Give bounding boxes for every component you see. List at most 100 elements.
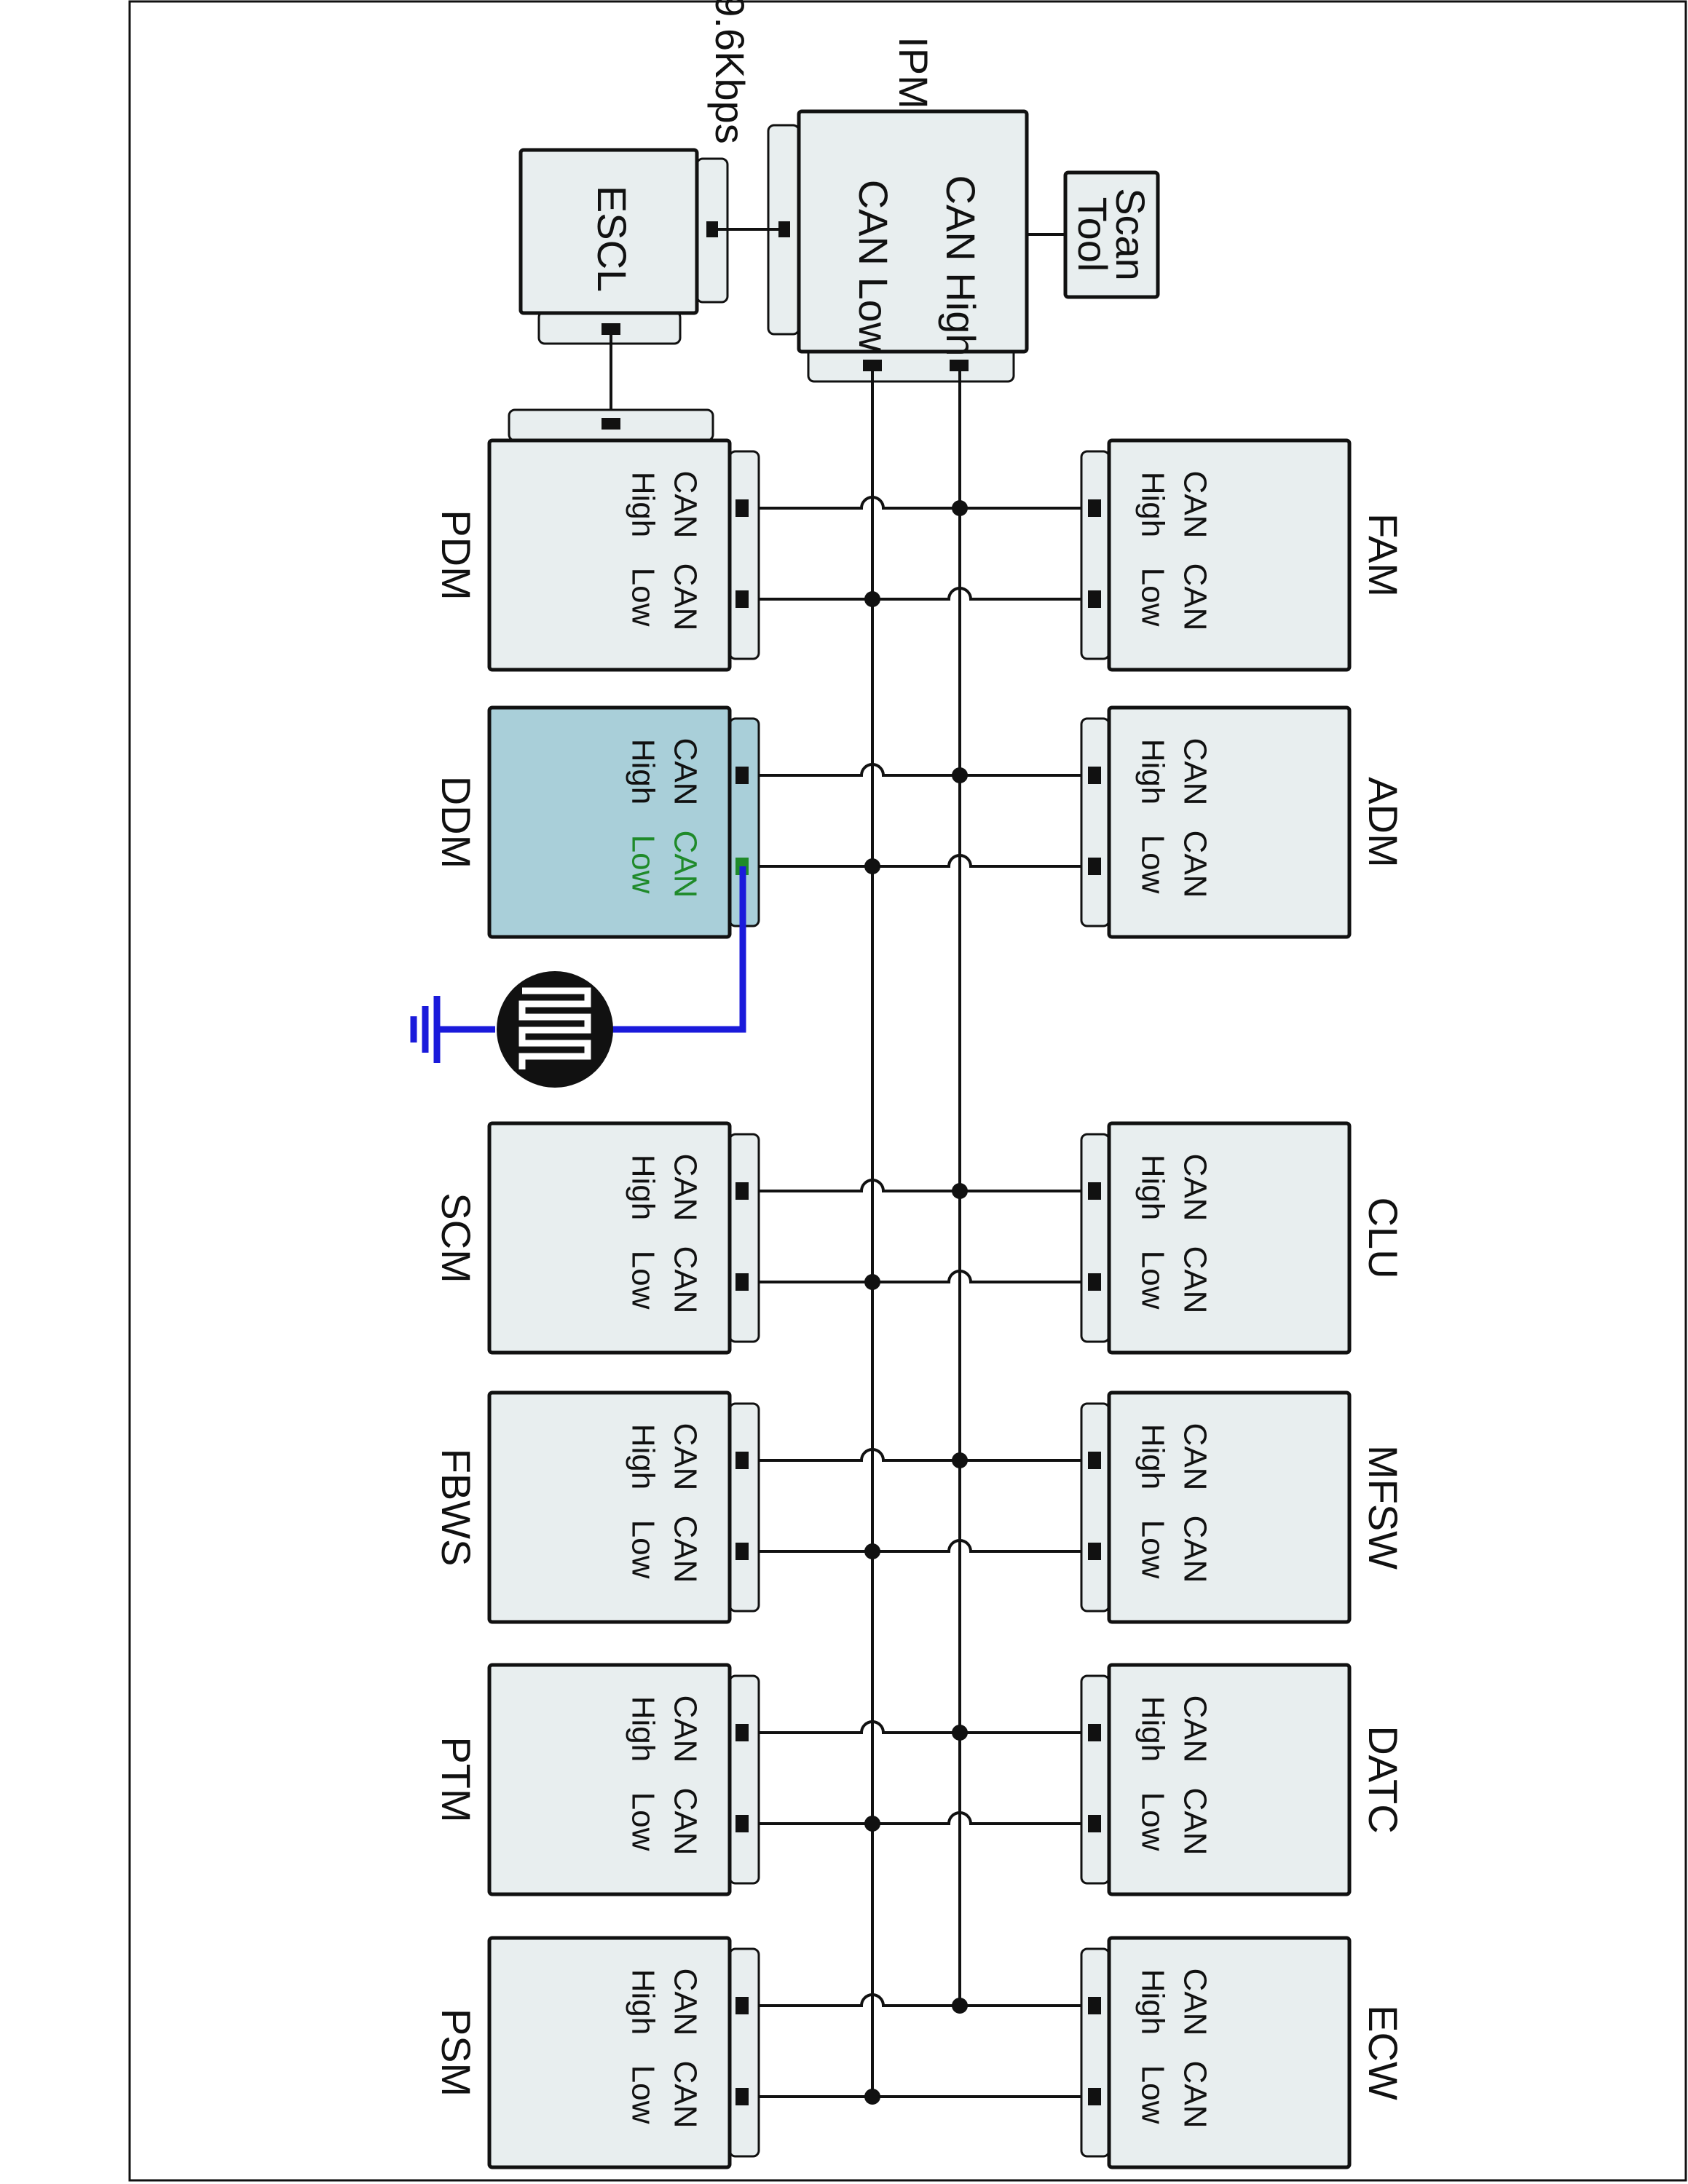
can-high-pin: [735, 499, 749, 517]
can-high-pin: [735, 1724, 749, 1741]
ipm-can-high-label: CAN High: [938, 175, 984, 357]
module-box: [487, 438, 732, 672]
pdm-escl-pin: [602, 418, 620, 430]
module-name-label: SCM: [433, 1192, 479, 1283]
module-side-tab: [1080, 450, 1111, 660]
module-name-label: DDM: [433, 776, 479, 869]
pin-can-label: CAN: [1177, 738, 1212, 806]
module-box: [1107, 705, 1352, 939]
can-high-pin: [735, 1182, 749, 1200]
ipm-can-low-label: CAN Low: [851, 180, 896, 352]
can-high-pin: [735, 1452, 749, 1469]
pin-low-label: Low: [1135, 835, 1170, 894]
fault-wire-to-resistor: [610, 866, 746, 1033]
pin-can-label: CAN: [1177, 1423, 1212, 1491]
pin-low-label: Low: [1135, 568, 1170, 627]
module-box: [1107, 1663, 1352, 1896]
can-high-pin: [1088, 1997, 1101, 2014]
can-low-pin: [735, 590, 749, 608]
can-low-pin: [1088, 590, 1101, 608]
can-high-branch-line: [749, 1448, 1088, 1462]
module-name-label: ADM: [1360, 777, 1406, 867]
pin-high-label: High: [625, 739, 660, 805]
can-low-pin: [1088, 858, 1101, 875]
pin-low-label: Low: [1135, 2065, 1170, 2124]
can-low-pin: [1088, 2088, 1101, 2105]
pin-can-label: CAN: [667, 1788, 703, 1856]
can-high-pin: [1088, 1724, 1101, 1741]
can-low-pin: [735, 1543, 749, 1560]
can-high-branch-line: [749, 1720, 1088, 1734]
pin-low-label: Low: [625, 1792, 660, 1851]
pin-can-label: CAN: [667, 2061, 703, 2129]
scan-tool-module: Scan Tool: [1063, 170, 1160, 299]
module-name-label: CLU: [1360, 1197, 1406, 1278]
module-side-tab: [1080, 1674, 1111, 1885]
can-high-junction: [952, 1183, 968, 1199]
can-low-branch-line: [749, 1270, 1088, 1283]
can-high-pin: [1088, 1452, 1101, 1469]
pin-low-label: Low: [1135, 1520, 1170, 1579]
ipm-can-high-pin: [950, 360, 969, 371]
can-low-pin: [1088, 1543, 1101, 1560]
can-low-pin: [1088, 1815, 1101, 1832]
can-high-junction: [952, 500, 968, 516]
pin-high-label: High: [1135, 739, 1170, 805]
can-high-junction: [952, 1725, 968, 1741]
module-name-label: PDM: [433, 510, 479, 600]
scan-tool-line2: Tool: [1070, 197, 1116, 272]
module-side-tab: [728, 1402, 760, 1613]
pin-can-label: CAN: [667, 1969, 703, 2036]
ground-icon: [410, 996, 441, 1063]
pin-high-label: High: [1135, 472, 1170, 538]
pin-can-label: CAN: [667, 831, 703, 898]
pin-can-label: CAN: [667, 1246, 703, 1314]
pin-high-label: High: [625, 1696, 660, 1762]
can-high-branch-line: [749, 763, 1088, 777]
module-name-label: PSM: [433, 2009, 479, 2097]
pin-can-label: CAN: [1177, 471, 1212, 539]
escl-ipm-pin: [706, 221, 718, 237]
pin-can-label: CAN: [1177, 1788, 1212, 1856]
can-bus-wires: [749, 371, 1088, 2105]
pin-low-label: Low: [625, 835, 660, 894]
can-high-pin: [1088, 1182, 1101, 1200]
can-high-junction: [952, 1998, 968, 2014]
pin-high-label: High: [625, 1155, 660, 1221]
scan-tool-line1: Scan: [1108, 188, 1153, 281]
pin-can-label: CAN: [667, 1154, 703, 1222]
pin-can-label: CAN: [1177, 1516, 1212, 1583]
module-box: [1107, 1390, 1352, 1624]
module-side-tab: [728, 450, 760, 660]
module-box: [1107, 1121, 1352, 1355]
ipm-label: IPM: [891, 36, 936, 109]
module-box: [487, 1663, 732, 1896]
module-name-label: FBWS: [433, 1449, 479, 1567]
module-name-label: MFSW: [1360, 1445, 1406, 1570]
can-high-junction: [952, 767, 968, 783]
can-low-junction: [864, 1816, 880, 1832]
page-border: [128, 0, 1687, 2182]
module-name-label: ECW: [1360, 2005, 1406, 2100]
escl-module: ESCL: [518, 148, 729, 345]
can-high-pin: [735, 1997, 749, 2014]
pin-can-label: CAN: [1177, 2061, 1212, 2129]
pin-can-label: CAN: [667, 1423, 703, 1491]
pin-high-label: High: [625, 1424, 660, 1490]
can-low-branch-line: [749, 854, 1088, 868]
pin-can-label: CAN: [1177, 1246, 1212, 1314]
pin-can-label: CAN: [1177, 563, 1212, 631]
can-low-pin: [735, 2088, 749, 2105]
module-side-tab: [728, 1947, 760, 2158]
can-low-branch-line: [749, 1811, 1088, 1825]
pin-low-label: Low: [625, 1520, 660, 1579]
